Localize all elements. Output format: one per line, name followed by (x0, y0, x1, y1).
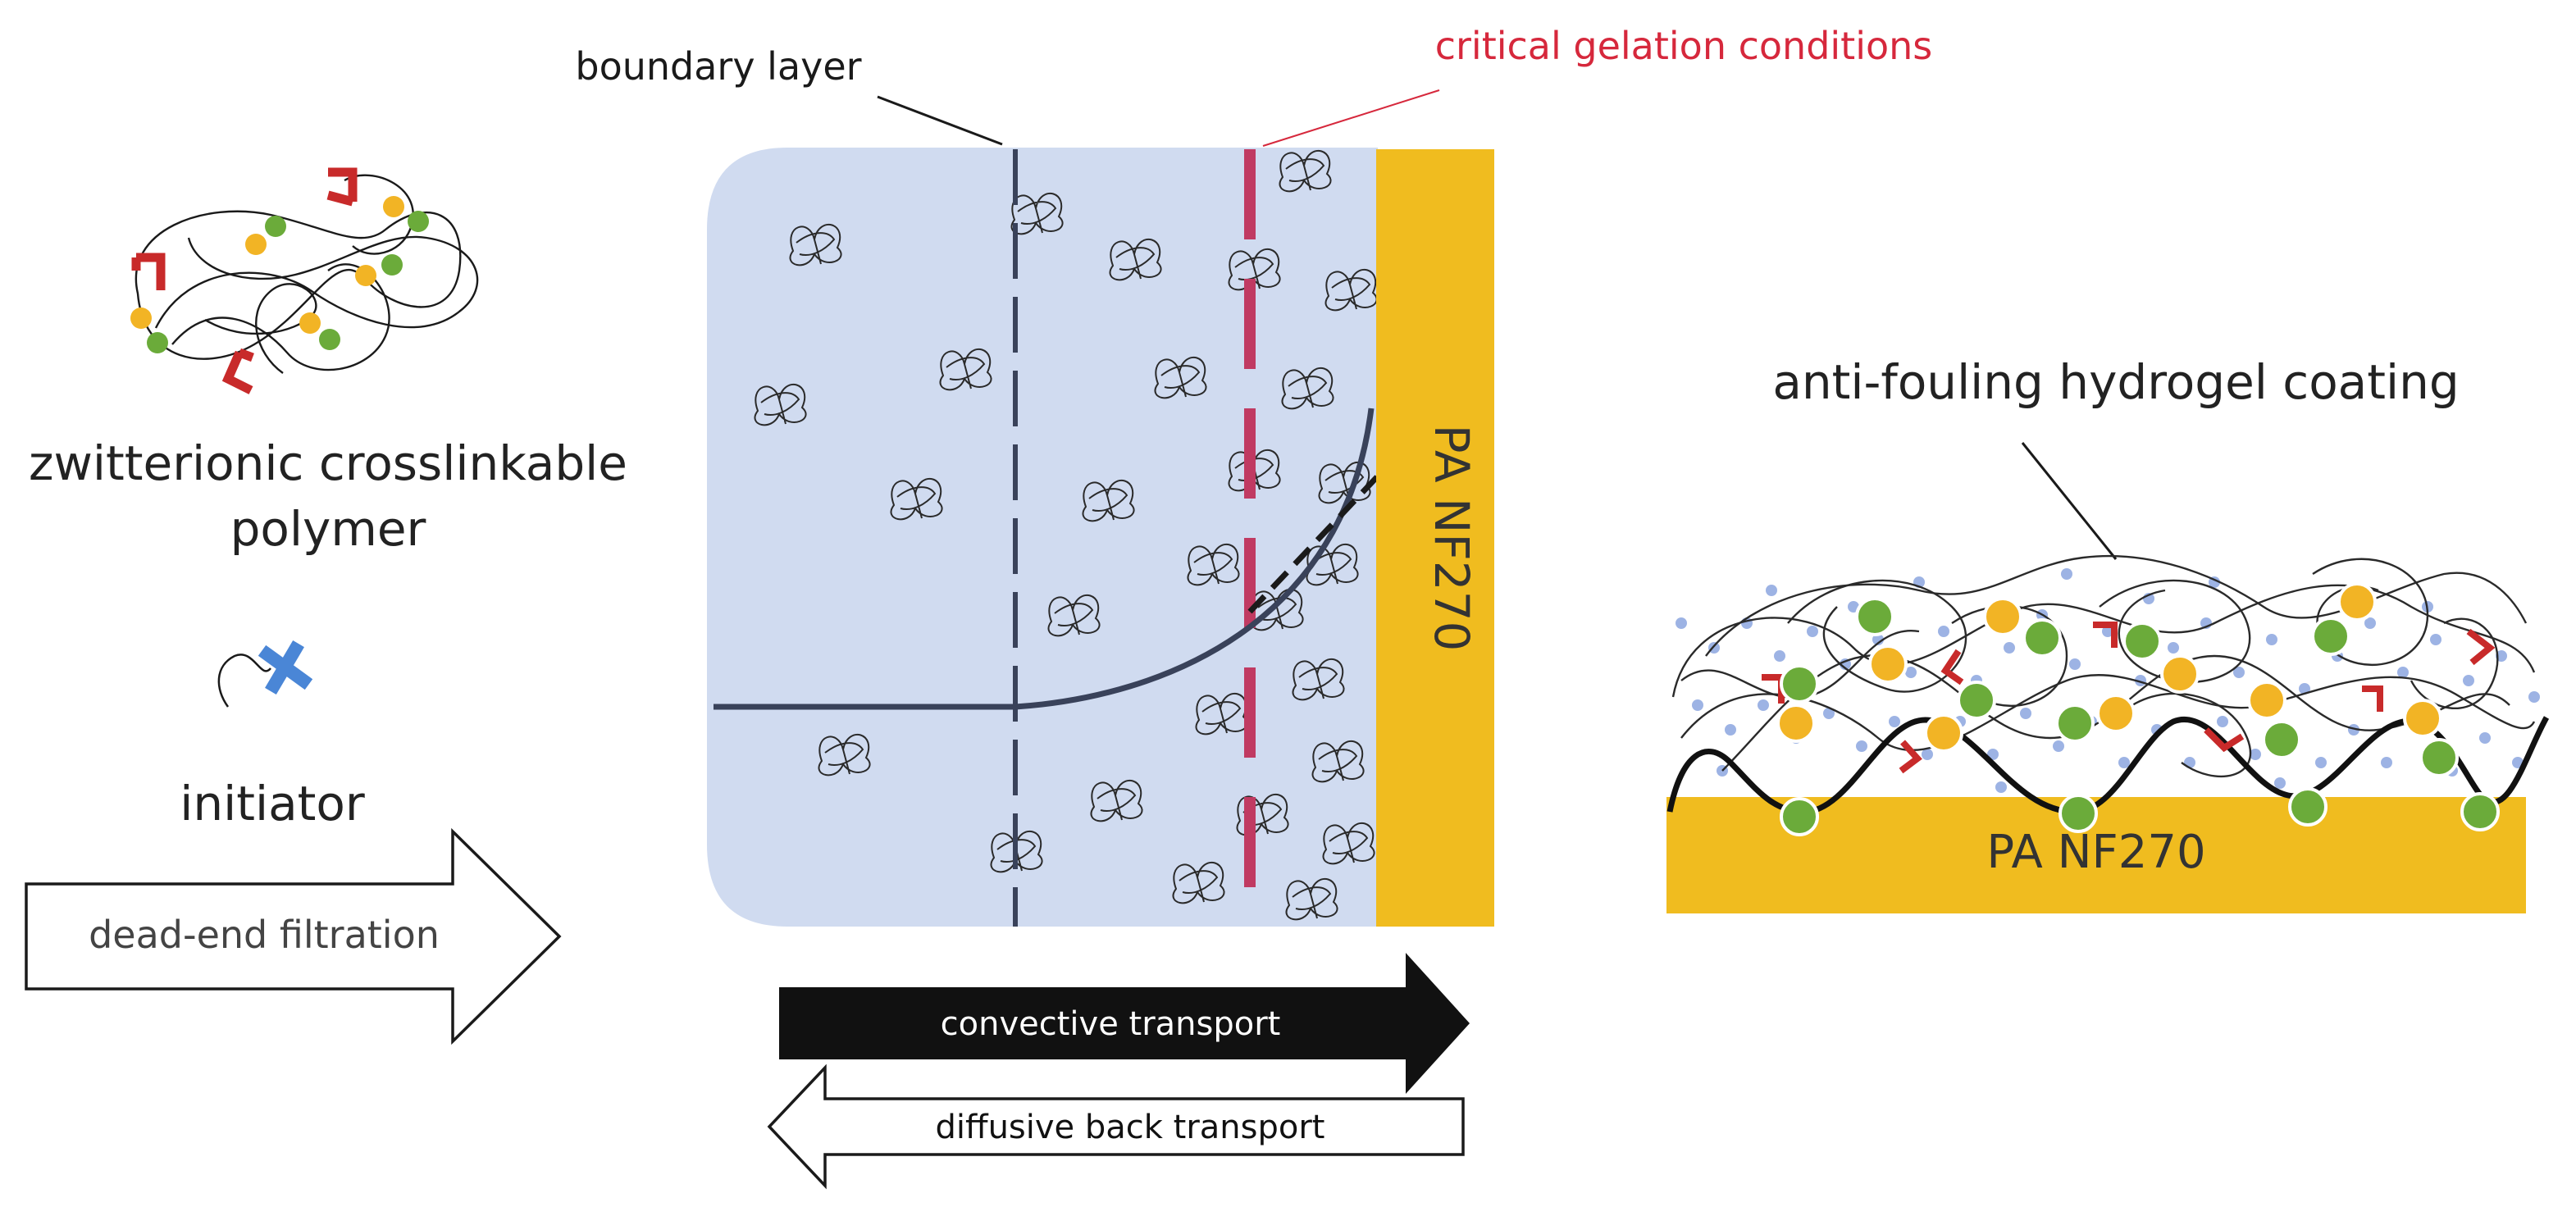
membrane-label-coated: PA NF270 (1986, 826, 2205, 879)
convective-transport-label: convective transport (941, 1005, 1281, 1043)
zwitterionic-polymer-icon (130, 167, 479, 394)
membrane-label-vertical: PA NF270 (1424, 425, 1479, 652)
dead-end-filtration-arrow (25, 827, 562, 1045)
hydrogel-coating (1666, 554, 2550, 836)
concentration-profile-curve (714, 408, 1375, 710)
coating-label: anti-fouling hydrogel coating (1772, 354, 2459, 410)
convective-transport-arrow (779, 953, 1470, 1094)
boundary-layer-leader (877, 95, 1003, 146)
polymer-label-line1: zwitterionic crosslinkable (29, 435, 627, 491)
diffusive-back-transport-arrow (767, 1064, 1465, 1190)
initiator-label: initiator (180, 776, 365, 831)
membrane-pa-nf270 (1376, 149, 1494, 927)
diffusive-back-transport-label: diffusive back transport (936, 1109, 1325, 1146)
boundary-layer-label: boundary layer (575, 44, 861, 89)
coating-leader (2021, 442, 2118, 560)
initiator-icon (217, 640, 313, 708)
polymer-label-line2: polymer (230, 501, 426, 557)
dead-end-filtration-label: dead-end filtration (89, 913, 440, 957)
boundary-layer-region (707, 148, 1378, 927)
critical-gelation-label: critical gelation conditions (1435, 24, 1933, 68)
critical-gelation-leader (1262, 89, 1440, 147)
concentration-extrapolation-dashed (1247, 465, 1388, 614)
